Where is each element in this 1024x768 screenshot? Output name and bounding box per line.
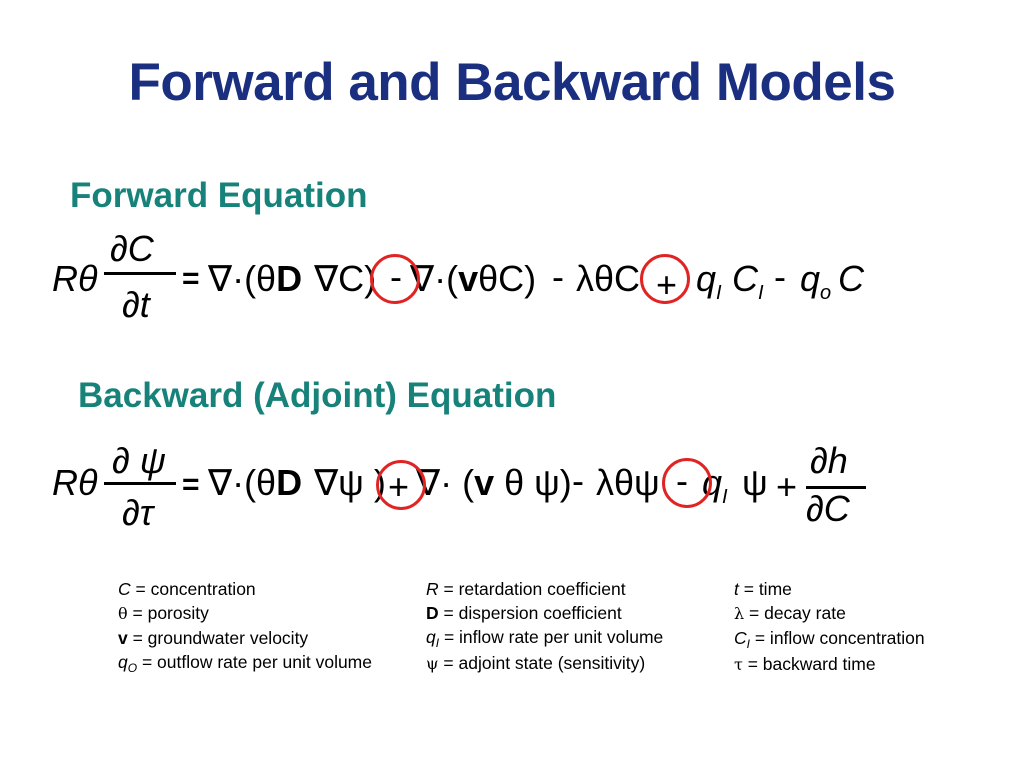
legend-text: = decay rate [744,603,846,623]
forward-fraction-denominator: ∂t [122,284,150,325]
backward-dispersion-grad: ∇ψ ) [314,462,386,503]
forward-term-inflow-rate: qI [696,258,722,304]
forward-highlight-circle-2 [640,254,690,304]
backward-fraction-bar [104,482,176,485]
legend-text: = backward time [742,654,876,674]
backward-dispersion-open: ∇·(θ [208,462,277,503]
backward-equation-heading: Backward (Adjoint) Equation [78,376,557,415]
backward-fraction-numerator: ∂ ψ [112,440,166,481]
backward-source-fraction-bar [806,486,866,489]
forward-dispersion-open: ∇·(θ [208,258,277,299]
backward-highlight-circle-2 [662,458,712,508]
legend-symbol: λ [734,604,745,623]
backward-term-advection: ∇· (v θ ψ) [416,462,572,504]
legend-item-outflow-rate: qO = outflow rate per unit volume [118,650,372,676]
forward-operator-4: - [774,256,786,297]
legend-symbol: C [118,579,131,599]
forward-q-symbol: q [696,258,717,299]
forward-lhs-coefficient: Rθ [52,258,98,299]
legend-text: = groundwater velocity [127,628,309,648]
backward-source-numerator: ∂h [810,440,848,481]
backward-equals-sign: = [182,468,200,501]
backward-term-psi: ψ [742,462,768,503]
backward-term-decay: λθψ [596,462,660,503]
forward-term-dispersion: ∇·(θD ∇C) [208,258,376,300]
backward-advection-rest: θ ψ) [504,462,572,503]
forward-advection-rest: θC) [478,258,537,299]
forward-fraction-numerator: ∂C [110,228,154,269]
legend-symbol: q [118,652,128,672]
legend-text: = inflow rate per unit volume [439,627,664,647]
backward-fraction-denominator: ∂τ [122,492,154,533]
forward-fraction-bar [104,272,176,275]
legend-symbol: C [734,628,747,648]
forward-qo-symbol: q [800,258,821,299]
forward-dispersion-grad: ∇C) [314,258,377,299]
legend-item-velocity: v = groundwater velocity [118,626,372,650]
forward-term-outflow-rate: qo [800,258,831,304]
legend-item-porosity: θ = porosity [118,601,372,626]
legend-column-2: R = retardation coefficient D = dispersi… [426,577,663,676]
backward-source-denominator: ∂C [806,488,850,529]
legend-item-inflow-rate: qI = inflow rate per unit volume [426,625,663,651]
backward-term-dispersion: ∇·(θD ∇ψ ) [208,462,386,504]
legend-subscript: O [127,661,138,675]
backward-advection-v: v [474,462,495,503]
backward-highlight-circle-1 [376,460,426,510]
forward-term-advection: ∇·(vθC) [410,258,536,300]
legend-item-dispersion: D = dispersion coefficient [426,601,663,625]
legend-symbol: τ [734,655,743,674]
forward-equals-sign: = [182,262,200,295]
backward-dispersion-D: D [276,462,303,503]
backward-operator-2: - [572,460,584,501]
legend-item-adjoint-state: ψ = adjoint state (sensitivity) [426,651,663,676]
legend-item-time: t = time [734,577,925,601]
legend-column-3: t = time λ = decay rate CI = inflow conc… [734,577,925,677]
legend-item-decay-rate: λ = decay rate [734,601,925,626]
forward-operator-2: - [552,256,564,297]
forward-term-outflow-conc: C [838,258,864,299]
forward-q-subscript: I [716,282,722,304]
forward-c-subscript: I [758,282,764,304]
legend-item-backward-time: τ = backward time [734,652,925,677]
legend-text: = concentration [130,579,256,599]
legend-subscript: I [435,636,440,650]
legend-text: = dispersion coefficient [438,603,622,623]
forward-highlight-circle-1 [370,254,420,304]
legend-symbol: θ [118,604,128,623]
backward-operator-4: + [776,466,798,507]
legend-text: = adjoint state (sensitivity) [438,653,646,673]
forward-term-decay: λθC [576,258,641,299]
legend-text: = time [738,579,792,599]
forward-dispersion-D: D [276,258,303,299]
legend-text: = inflow concentration [749,628,925,648]
legend-symbol: R [426,579,439,599]
legend-text: = outflow rate per unit volume [137,652,372,672]
forward-c-symbol: C [732,258,758,299]
legend-item-inflow-concentration: CI = inflow concentration [734,626,925,652]
legend-symbol: D [426,603,439,623]
forward-equation-heading: Forward Equation [70,176,368,215]
legend-symbol: v [118,628,128,648]
legend-text: = retardation coefficient [438,579,626,599]
legend-text: = porosity [127,603,209,623]
forward-advection-v: v [458,258,479,299]
legend-item-retardation: R = retardation coefficient [426,577,663,601]
legend-column-1: C = concentration θ = porosity v = groun… [118,577,372,676]
backward-lhs-coefficient: Rθ [52,462,98,503]
slide-title: Forward and Backward Models [128,53,896,112]
legend-symbol: q [426,627,436,647]
backward-q-subscript: I [722,486,728,508]
legend-symbol: t [734,579,739,599]
forward-qo-subscript: o [820,282,832,304]
legend-symbol: ψ [426,654,439,673]
legend-subscript: I [746,637,750,651]
forward-term-inflow-conc: CI [732,258,764,304]
legend-item-concentration: C = concentration [118,577,372,601]
